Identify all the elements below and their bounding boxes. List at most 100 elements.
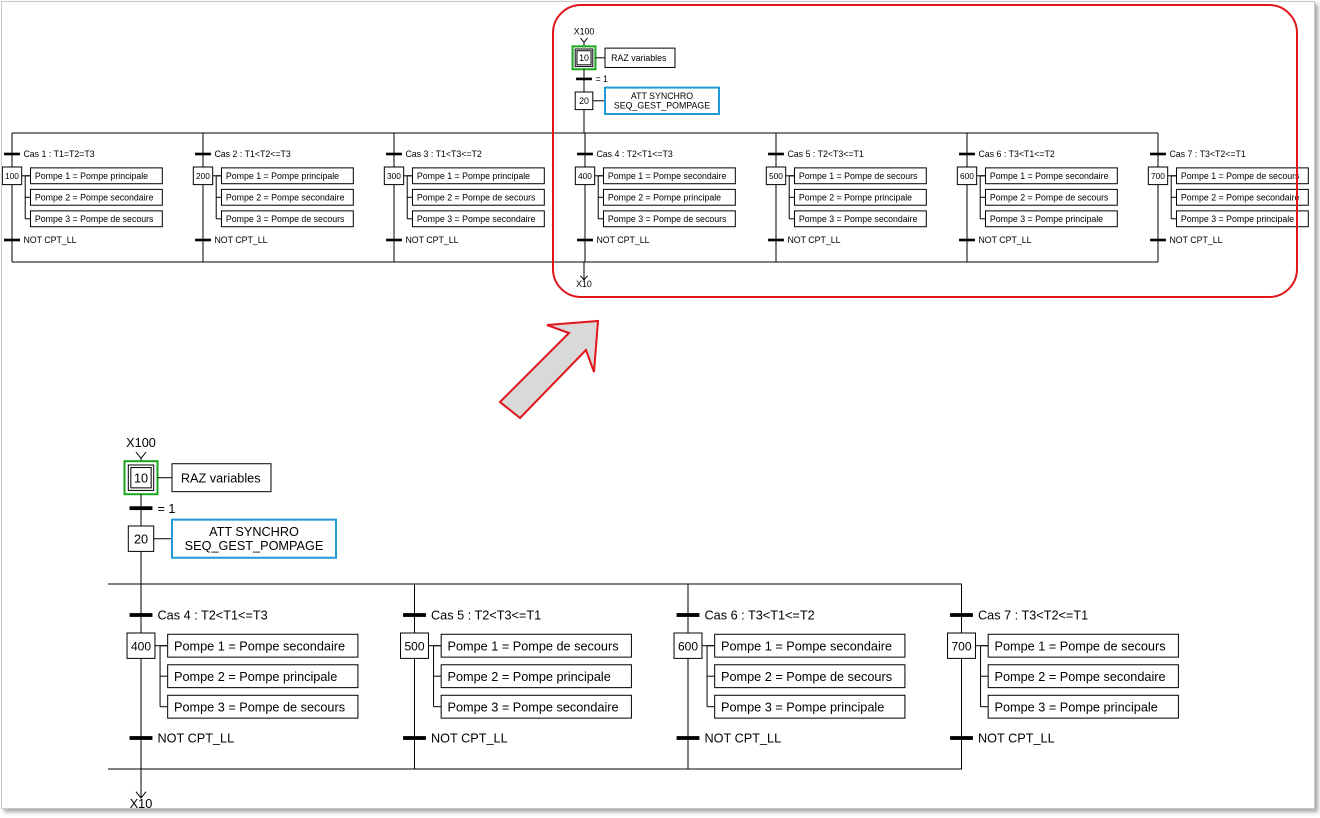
transition-1-bar xyxy=(129,506,153,511)
exit-condition: NOT CPT_LL xyxy=(431,732,508,746)
branch-action-text: Pompe 3 = Pompe secondaire xyxy=(417,214,536,224)
branch-action-box xyxy=(793,210,927,228)
branch-action-box xyxy=(987,694,1179,719)
branch-action-text: Pompe 1 = Pompe principale xyxy=(35,171,148,181)
exit-condition: NOT CPT_LL xyxy=(214,235,267,245)
branch-action-text: Pompe 1 = Pompe principale xyxy=(417,171,530,181)
branch-action-text: Pompe 2 = Pompe principale xyxy=(174,670,337,684)
condition-bar xyxy=(959,152,975,156)
branch-condition: Cas 7 : T3<T2<=T1 xyxy=(978,609,1088,623)
transition-1-label: = 1 xyxy=(158,502,176,516)
branch-action-text: Pompe 3 = Pompe de secours xyxy=(226,214,345,224)
branch-step-box xyxy=(1147,166,1169,186)
branch-action-box xyxy=(984,210,1118,228)
branch-condition: Cas 3 : T1<T3<=T2 xyxy=(405,149,481,159)
exit-condition-bar xyxy=(959,238,975,242)
branch-action-text: Pompe 1 = Pompe secondaire xyxy=(721,639,892,653)
exit-condition: NOT CPT_LL xyxy=(596,235,649,245)
exit-condition: NOT CPT_LL xyxy=(978,732,1055,746)
branch-action-box xyxy=(167,633,359,658)
condition-bar xyxy=(403,613,426,617)
macro-action-line-2: SEQ_GEST_POMPAGE xyxy=(185,539,324,553)
branch-action-text: Pompe 1 = Pompe de secours xyxy=(995,639,1166,653)
branch-300: Cas 3 : T1<T3<=T2 300 Pompe 1 = Pompe prin… xyxy=(383,133,545,262)
exit-label: X10 xyxy=(576,279,592,289)
zoom-arrow-icon xyxy=(498,319,600,420)
branch-action-box xyxy=(1175,210,1309,228)
branch-action-text: Pompe 3 = Pompe de secours xyxy=(35,214,154,224)
branch-action-text: Pompe 1 = Pompe de secours xyxy=(1181,171,1300,181)
branch-step-number: 300 xyxy=(387,171,401,181)
highlight-frame xyxy=(552,4,1298,298)
annotations xyxy=(498,4,1298,420)
branch-action-text: Pompe 2 = Pompe secondaire xyxy=(1181,192,1300,202)
branch-action-box xyxy=(29,188,163,206)
branch-action-box xyxy=(167,694,359,719)
branch-action-text: Pompe 2 = Pompe de secours xyxy=(990,192,1109,202)
branch-step-box xyxy=(673,632,703,659)
branch-step-number: 400 xyxy=(131,639,151,653)
exit-condition: NOT CPT_LL xyxy=(978,235,1031,245)
exit-condition-bar xyxy=(950,736,973,740)
exit-condition: NOT CPT_LL xyxy=(405,235,458,245)
branch-step-number: 200 xyxy=(196,171,210,181)
macro-action-line-1: ATT SYNCHRO xyxy=(631,91,693,101)
exit-condition: NOT CPT_LL xyxy=(705,732,782,746)
branch-action-text: Pompe 2 = Pompe secondaire xyxy=(995,670,1166,684)
branch-condition: Cas 2 : T1<T2<=T3 xyxy=(214,149,290,159)
branch-action-box xyxy=(411,210,545,228)
exit-condition-bar xyxy=(577,238,593,242)
branch-step-number: 700 xyxy=(1151,171,1165,181)
branch-step-number: 700 xyxy=(951,639,971,653)
branch-step-number: 500 xyxy=(769,171,783,181)
branch-action-box xyxy=(220,210,354,228)
transition-1-label: = 1 xyxy=(595,74,608,84)
branch-action-box xyxy=(714,694,906,719)
branch-condition: Cas 4 : T2<T1<=T3 xyxy=(596,149,672,159)
branch-action-box xyxy=(602,210,736,228)
branch-action-box xyxy=(714,664,906,689)
branch-action-text: Pompe 2 = Pompe de secours xyxy=(417,192,536,202)
initial-step-number: 10 xyxy=(134,471,148,485)
branch-action-box xyxy=(440,633,632,658)
branch-action-text: Pompe 2 = Pompe principale xyxy=(799,192,912,202)
branch-action-box xyxy=(411,167,545,185)
branch-action-text: Pompe 1 = Pompe secondaire xyxy=(608,171,727,181)
branch-action-text: Pompe 1 = Pompe de secours xyxy=(448,639,619,653)
branch-action-text: Pompe 2 = Pompe de secours xyxy=(721,670,892,684)
macro-action-line-1: ATT SYNCHRO xyxy=(209,525,299,539)
branch-action-box xyxy=(602,167,736,185)
branch-action-text: Pompe 1 = Pompe secondaire xyxy=(990,171,1109,181)
branch-condition: Cas 5 : T2<T3<=T1 xyxy=(431,609,541,623)
branch-action-box xyxy=(440,664,632,689)
branch-action-text: Pompe 1 = Pompe secondaire xyxy=(174,639,345,653)
branch-action-text: Pompe 3 = Pompe de secours xyxy=(174,700,345,714)
exit-condition: NOT CPT_LL xyxy=(1169,235,1222,245)
exit-condition-bar xyxy=(768,238,784,242)
branch-action-box xyxy=(29,167,163,185)
branch-action-text: Pompe 3 = Pompe principale xyxy=(995,700,1158,714)
exit-condition: NOT CPT_LL xyxy=(787,235,840,245)
initial-step-inner xyxy=(130,467,152,489)
branch-action-text: Pompe 2 = Pompe secondaire xyxy=(226,192,345,202)
branch-condition: Cas 6 : T3<T1<=T2 xyxy=(705,609,815,623)
condition-bar xyxy=(129,613,153,617)
exit-condition-bar xyxy=(386,238,402,242)
branch-action-box xyxy=(987,633,1179,658)
condition-bar xyxy=(577,152,593,156)
exit-condition: NOT CPT_LL xyxy=(23,235,76,245)
branch-action-box xyxy=(440,694,632,719)
branch-action-box xyxy=(793,188,927,206)
entry-arrow-icon xyxy=(135,451,147,460)
condition-bar xyxy=(386,152,402,156)
branch-condition: Cas 5 : T2<T3<=T1 xyxy=(787,149,863,159)
exit-label: X10 xyxy=(130,797,153,811)
action-text-init: RAZ variables xyxy=(611,53,667,63)
step-20-number: 20 xyxy=(134,532,148,546)
exit-arrow-icon xyxy=(580,275,588,281)
